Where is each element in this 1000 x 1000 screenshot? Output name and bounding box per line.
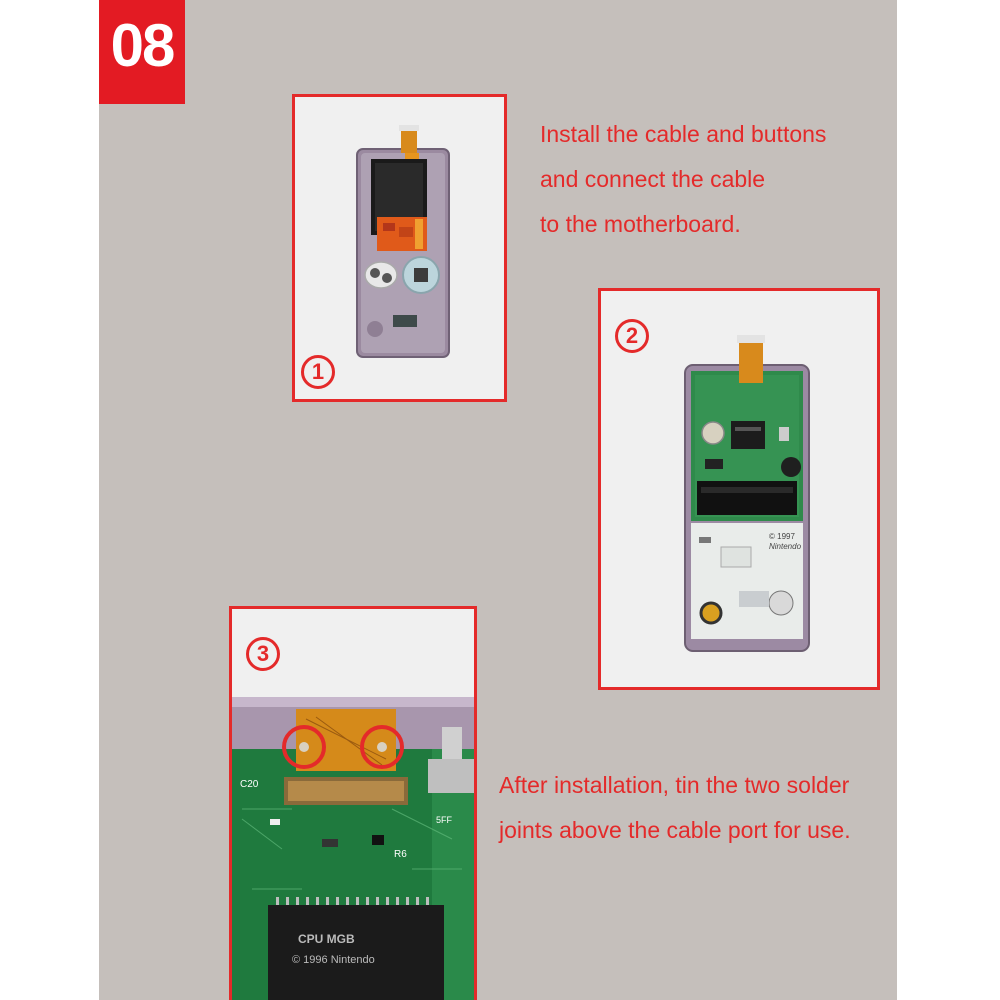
step1-caption: Install the cable and buttons and connec…: [540, 112, 826, 247]
step2-photo-frame: © 1997 Nintendo 2: [598, 288, 880, 690]
step1-photo: [295, 97, 504, 399]
step1-caption-line-2: and connect the cable: [540, 166, 766, 192]
step1-caption-line-3: to the motherboard.: [540, 211, 741, 237]
step1-photo-frame: 1: [292, 94, 507, 402]
board-copyright-text: © 1997: [769, 532, 795, 541]
step3-caption-line-1: After installation, tin the two solder: [499, 772, 850, 798]
step3-caption: After installation, tin the two solder j…: [499, 763, 851, 853]
step3-photo: C20 R6 5FF CPU MGB © 1996 Nintendo: [232, 609, 474, 1000]
step3-number-badge: 3: [246, 637, 280, 671]
step1-caption-line-1: Install the cable and buttons: [540, 121, 827, 147]
step1-number-badge: 1: [301, 355, 335, 389]
board-brand-text: Nintendo: [769, 542, 802, 551]
board-label-5ff: 5FF: [436, 815, 453, 825]
step3-photo-frame: C20 R6 5FF CPU MGB © 1996 Nintendo 3: [229, 606, 477, 1000]
step3-caption-line-2: joints above the cable port for use.: [499, 817, 851, 843]
chip-label-cpu: CPU MGB: [298, 932, 355, 946]
step2-photo: © 1997 Nintendo: [601, 291, 877, 687]
step2-number-badge: 2: [615, 319, 649, 353]
board-label-r6: R6: [394, 849, 407, 860]
chip-label-brand: © 1996 Nintendo: [292, 954, 375, 966]
board-label-c20: C20: [240, 779, 259, 790]
step-badge: 08: [99, 0, 185, 104]
